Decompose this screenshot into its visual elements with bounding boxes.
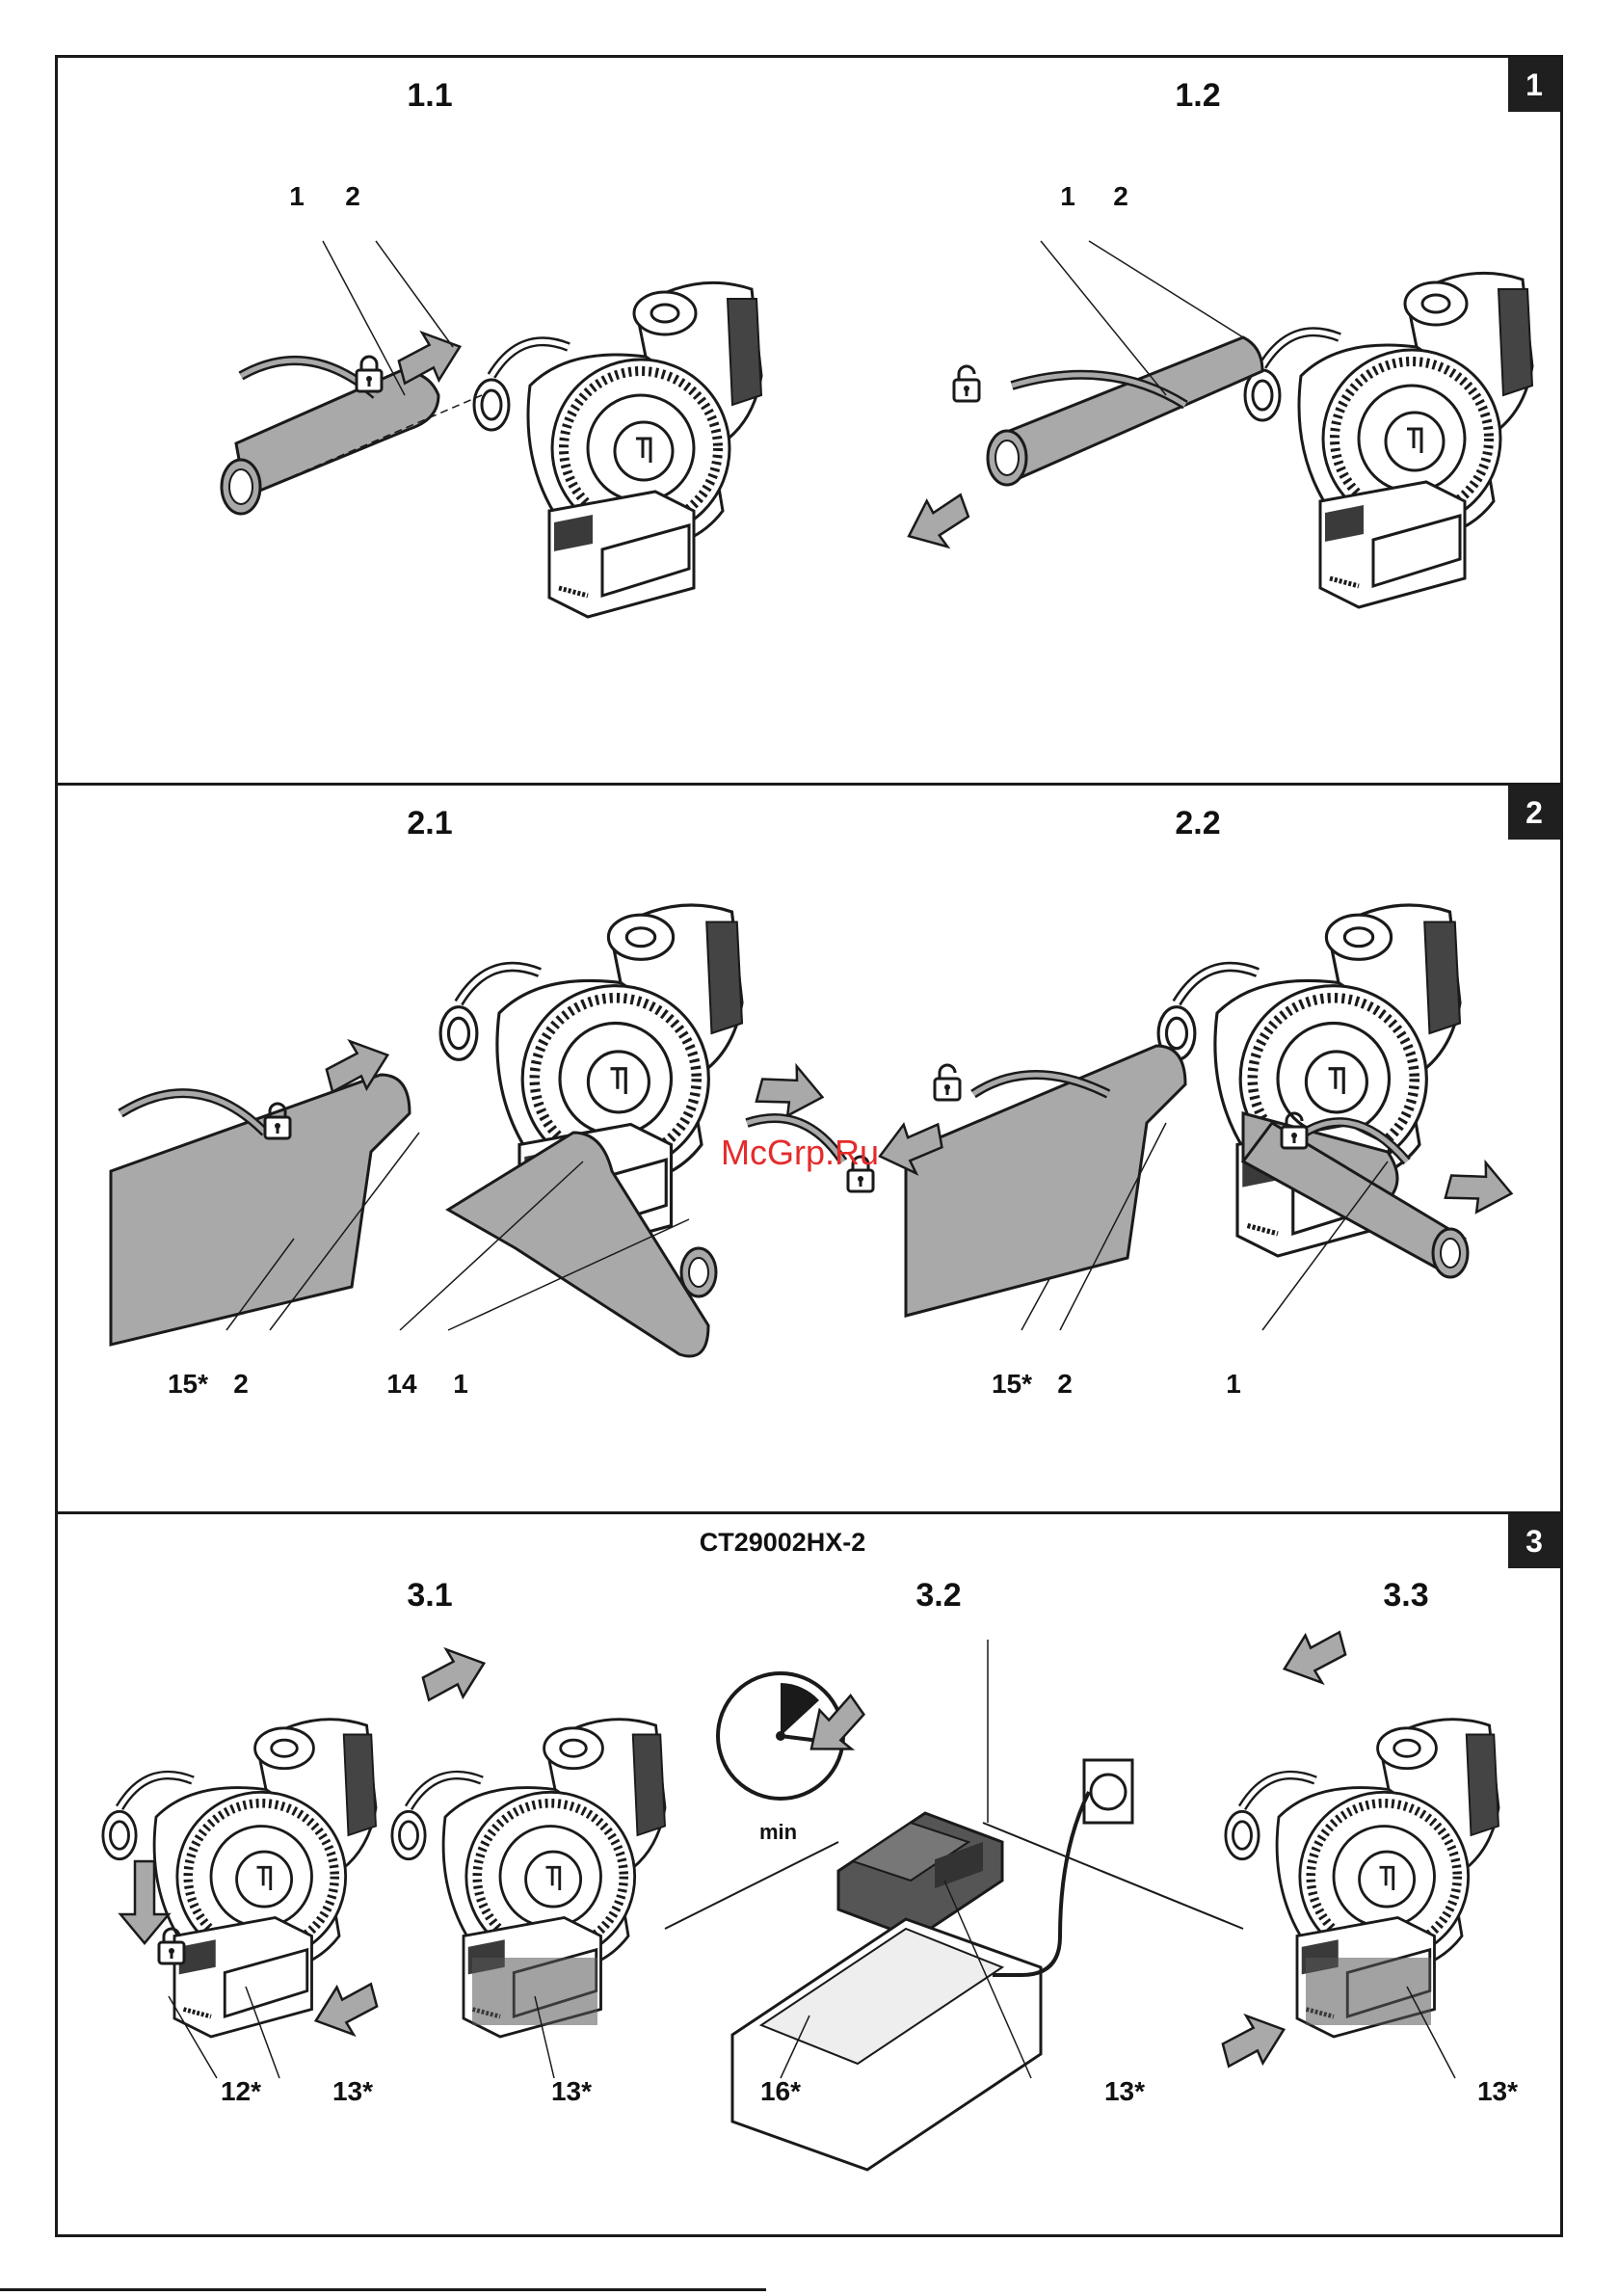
blower-remove-nozzle-illustration [896, 241, 1571, 723]
step-title: 1.2 [1175, 77, 1220, 115]
blower-remove-bag-illustration [887, 872, 1561, 1412]
footer-rule [0, 2288, 766, 2291]
watermark-text: McGrp.Ru [721, 1133, 879, 1173]
part-label: 12* [221, 2076, 261, 2107]
section-badge: 2 [1508, 786, 1560, 840]
part-label: 2 [1113, 181, 1128, 212]
part-label: 14 [386, 1369, 416, 1400]
step-title: 2.1 [407, 805, 452, 842]
section-badge: 3 [1508, 1514, 1560, 1568]
step-title: 3.2 [915, 1577, 961, 1615]
part-label: 2 [233, 1369, 249, 1400]
part-label: 13* [1104, 2076, 1145, 2107]
step-title: 3.1 [407, 1577, 452, 1615]
part-label: 1 [453, 1369, 468, 1400]
step-title: 1.1 [407, 77, 452, 115]
blower-attach-nozzle-illustration [164, 241, 838, 723]
step-title: 2.2 [1175, 805, 1220, 842]
timer-minutes-label: min [759, 1820, 797, 1845]
part-label: 15* [168, 1369, 208, 1400]
battery-removal-illustration [101, 1640, 699, 2141]
part-label: 13* [551, 2076, 592, 2107]
section-1: 1 1.1 1.2 1 2 [58, 58, 1560, 786]
section-badge: 1 [1508, 58, 1560, 112]
part-label: 13* [332, 2076, 373, 2107]
part-label: 16* [760, 2076, 801, 2107]
section-2: 2 2.1 2.2 McGrp.Ru 15* 2 14 1 [58, 786, 1560, 1514]
part-label: 2 [1057, 1369, 1073, 1400]
part-label: 1 [1226, 1369, 1241, 1400]
part-label: 13* [1477, 2076, 1518, 2107]
part-label: 15* [992, 1369, 1032, 1400]
part-label: 1 [289, 181, 305, 212]
section-3: 3 CT29002HX-2 3.1 3.2 3.3 12* 13* 13* [58, 1514, 1560, 2234]
step-title: 3.3 [1383, 1577, 1428, 1615]
battery-insert-illustration [1214, 1640, 1561, 2141]
part-label: 2 [345, 181, 360, 212]
model-number: CT29002HX-2 [700, 1528, 866, 1558]
instruction-frame: 1 1.1 1.2 1 2 [55, 55, 1563, 2237]
battery-charging-illustration [665, 1630, 1262, 2141]
part-label: 1 [1060, 181, 1075, 212]
